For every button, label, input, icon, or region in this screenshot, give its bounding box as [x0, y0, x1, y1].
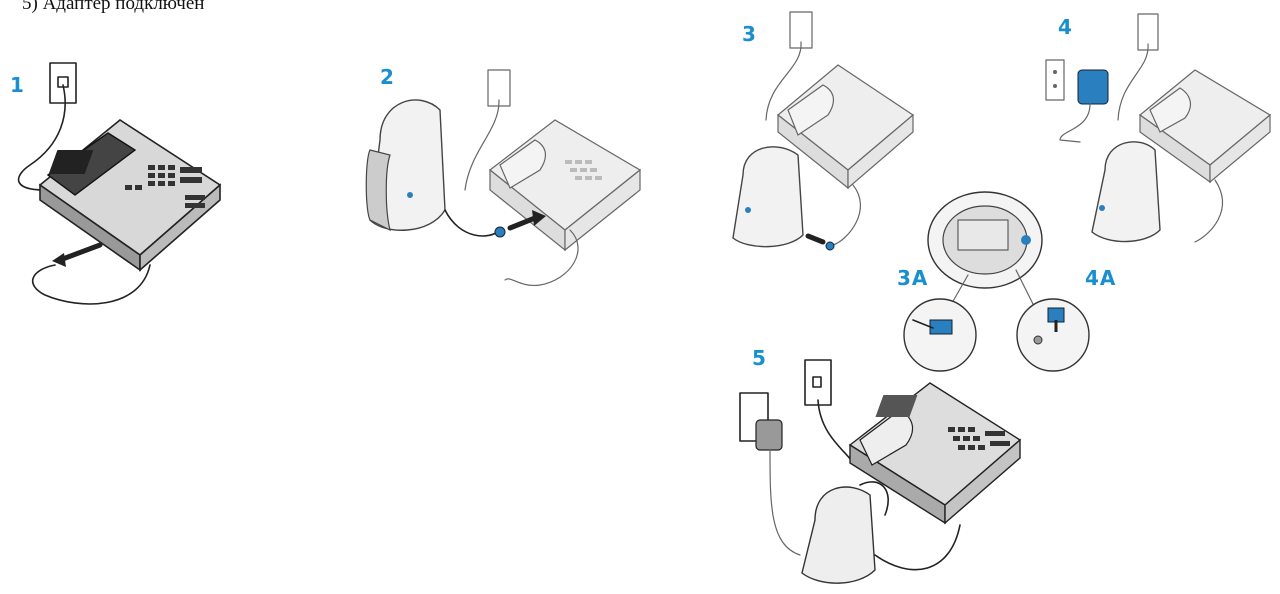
illustration-step-1 — [0, 55, 240, 320]
illustration-step-2 — [360, 60, 650, 310]
instruction-caption: 5) Адаптер подключен — [22, 0, 204, 15]
illustration-step-5 — [730, 355, 1030, 594]
illustration-step-3a-4a — [898, 180, 1148, 375]
illustration-step-3 — [728, 10, 918, 260]
